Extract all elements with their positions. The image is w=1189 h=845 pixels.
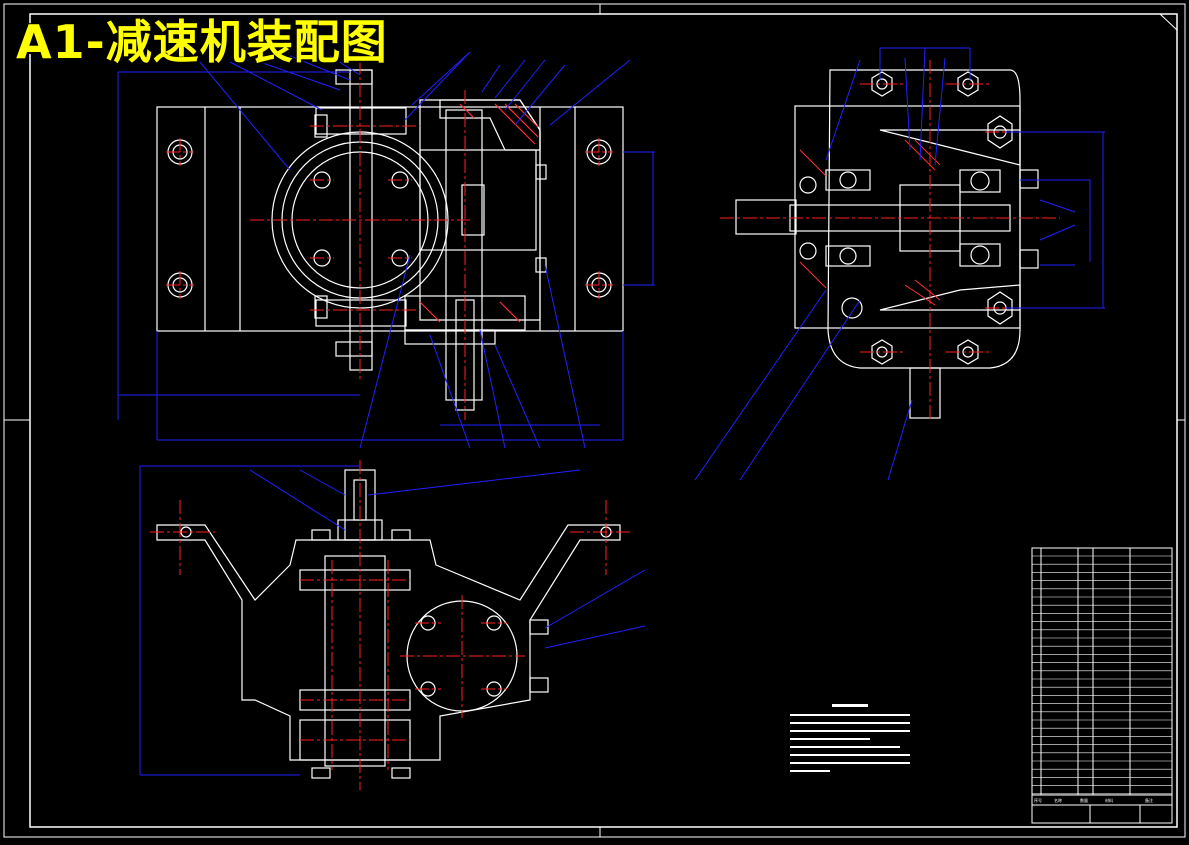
title-block-frame [1032, 794, 1172, 823]
top-view-leaders [139, 465, 646, 776]
front-view [156, 69, 624, 411]
bom-rows [1032, 555, 1172, 795]
header-col-3: 数量 [1080, 797, 1088, 803]
header-col-1: 序号 [1034, 797, 1042, 803]
side-view [735, 69, 1039, 419]
outer-border [3, 3, 1186, 838]
front-view-leaders [199, 51, 631, 449]
technical-requirements-block [790, 704, 910, 772]
title-block-header: 序号 名称 数量 材料 备注 [1034, 797, 1153, 803]
frame-ticks [4, 4, 1185, 837]
header-col-2: 名称 [1054, 797, 1062, 803]
header-col-5: 备注 [1145, 797, 1153, 803]
front-view-dimensions [117, 71, 655, 441]
drawing-title: A1-减速机装配图 [16, 15, 388, 69]
bill-of-materials [1031, 547, 1173, 824]
header-col-4: 材料 [1105, 797, 1113, 803]
side-view-hatch [799, 139, 941, 306]
side-view-centerlines [720, 60, 1060, 420]
front-view-centerlines [166, 60, 613, 420]
top-view-centerlines [150, 460, 630, 790]
side-view-leaders [694, 47, 1105, 481]
